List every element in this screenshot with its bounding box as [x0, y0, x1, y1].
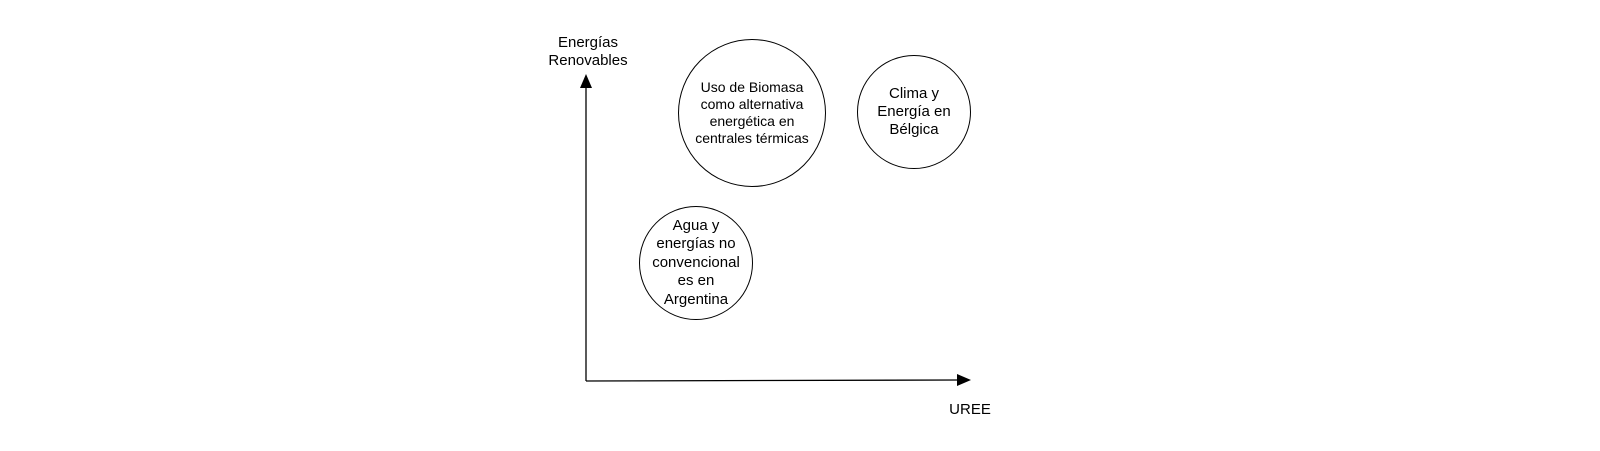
bubble-belgica-text: Clima y Energía en Bélgica: [877, 85, 951, 138]
y-axis-label-line-1: Energías: [557, 34, 619, 51]
bubble-biomasa-text: Uso de Biomasa como alternativa energéti…: [695, 79, 809, 146]
bubble-agua-text: Agua y energías no convencional es en Ar…: [652, 216, 740, 308]
x-axis-line: [585, 379, 961, 382]
y-axis-arrowhead: [580, 74, 592, 88]
bubble-biomasa: Uso de Biomasa como alternativa energéti…: [678, 39, 826, 187]
x-axis-label: UREE: [949, 401, 991, 418]
bubble-agua: Agua y energías no convencional es en Ar…: [639, 206, 753, 320]
x-axis-arrowhead: [957, 374, 971, 386]
y-axis-label: Energías Renovables: [538, 34, 638, 70]
y-axis-label-line-2: Renovables: [548, 52, 628, 69]
bubble-belgica: Clima y Energía en Bélgica: [857, 55, 971, 169]
